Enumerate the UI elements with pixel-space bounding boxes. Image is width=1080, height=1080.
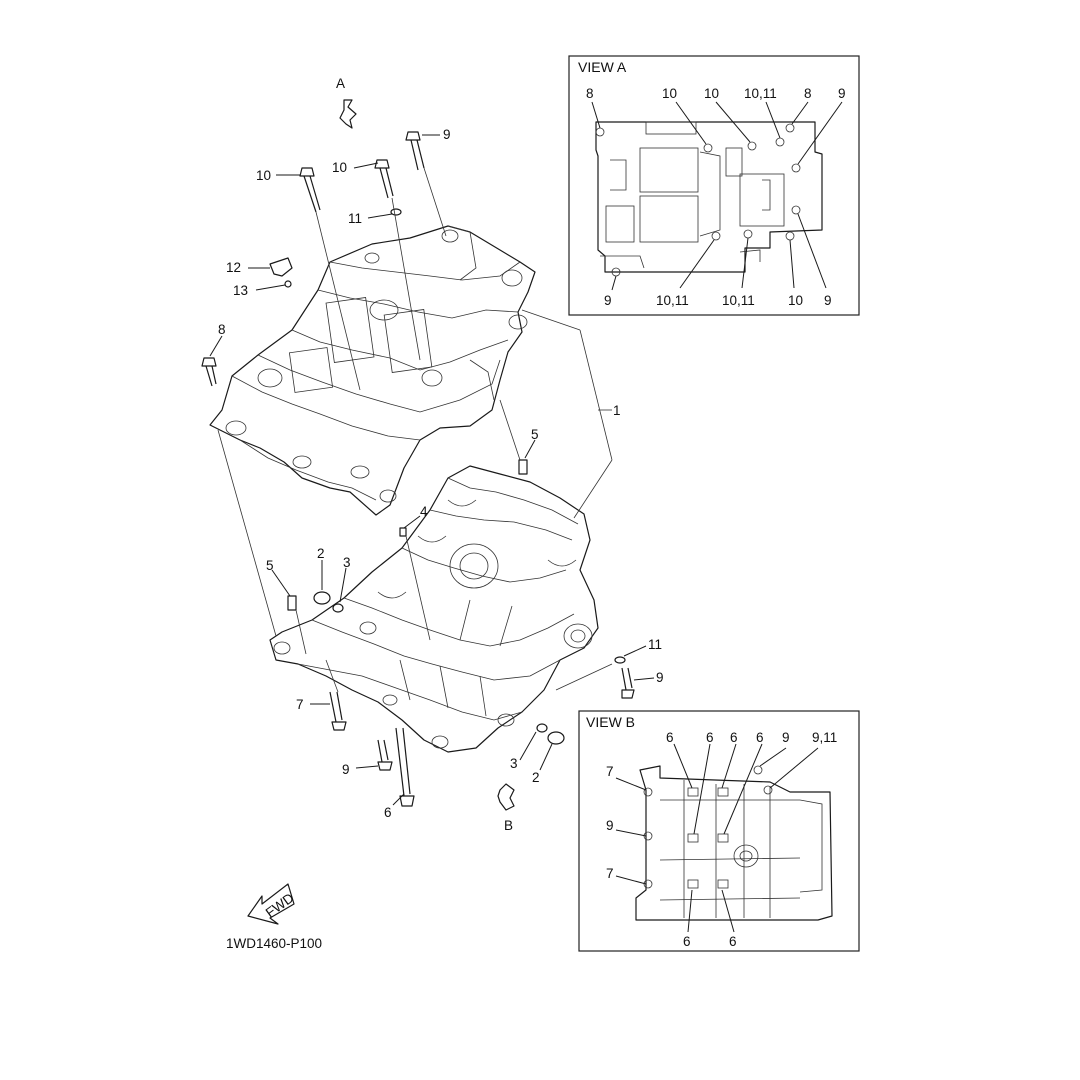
upper-crankcase [209,225,536,516]
bolt-10-left [299,167,321,213]
view-a-label-9-bottom-left: 9 [604,293,612,308]
callout-1: 1 [613,403,621,418]
washer-11-right [614,656,626,664]
callout-5-right: 5 [531,427,539,442]
callout-9-top: 9 [443,127,451,142]
view-a-label-10-11-bottom-a: 10,11 [656,293,689,308]
callout-7: 7 [296,697,304,712]
view-a-label-10-b: 10 [704,86,719,101]
callout-2-bottom: 2 [532,770,540,785]
view-b-label-6-bottom-a: 6 [683,934,691,949]
oring-3-bottom [536,723,548,733]
dowel-5-right [518,459,528,475]
view-a-title: VIEW A [578,59,627,75]
hardware-parts [201,131,635,807]
view-b-label-6-d: 6 [756,730,764,745]
callout-6: 6 [384,805,392,820]
view-b-panel: VIEW B 6 6 6 6 9 9,11 [578,710,860,952]
view-a-label-8-right: 8 [804,86,812,101]
view-a-panel: VIEW A 8 10 [568,55,860,316]
callout-11-top: 11 [348,211,362,226]
view-a-label-10-a: 10 [662,86,677,101]
callout-5-left: 5 [266,558,274,573]
bolt-9-bottom [377,739,393,771]
bolt-6 [395,727,415,807]
view-b-label-9-11: 9,11 [812,730,837,745]
bolt-7 [329,691,347,731]
view-a-label-10-bottom: 10 [788,293,803,308]
callout-4: 4 [420,504,428,519]
view-a-label-10-11-top: 10,11 [744,86,777,101]
oring-3-left [332,603,344,613]
callout-10-middle: 10 [332,160,347,175]
dowel-5-left [287,595,297,611]
view-a-label-9-top: 9 [838,86,846,101]
view-b-label-7-top: 7 [606,764,614,779]
bolt-10-middle [374,159,394,199]
view-b-label-6-c: 6 [730,730,738,745]
callout-2-left: 2 [317,546,325,561]
oring-13 [284,280,292,288]
callout-13: 13 [233,283,248,298]
callout-numbers: 1 2 2 3 3 4 5 5 6 7 8 9 9 9 10 10 11 11 … [218,127,664,820]
view-b-arrow-label: B [504,818,513,833]
view-a-arrow-label: A [336,76,345,91]
callout-8: 8 [218,322,226,337]
callout-12: 12 [226,260,241,275]
view-b-label-6-a: 6 [666,730,674,745]
callout-3-bottom: 3 [510,756,518,771]
bolt-8 [201,357,217,387]
bolt-9-top [405,131,425,171]
washer-11-top [390,208,402,216]
diagram-code: 1WD1460-P100 [226,936,322,951]
view-b-label-9-left: 9 [606,818,614,833]
view-a-label-10-11-bottom-b: 10,11 [722,293,755,308]
view-b-arrow: B [497,783,515,833]
leader-lines [209,134,655,806]
bushing-2-left [313,591,331,605]
view-a-arrow: A [336,76,357,129]
callout-11-right: 11 [648,637,662,652]
plug-4 [399,527,407,537]
view-b-label-9-top: 9 [782,730,790,745]
callout-9-right: 9 [656,670,664,685]
view-a-label-9-bottom-right: 9 [824,293,832,308]
bolt-9-right [621,667,635,699]
callout-9-bottom: 9 [342,762,350,777]
part-12 [269,257,293,277]
view-b-label-6-bottom-b: 6 [729,934,737,949]
fwd-arrow: FWD [247,883,297,925]
bushing-2-bottom [547,731,565,745]
callout-3-left: 3 [343,555,351,570]
callout-10-left: 10 [256,168,271,183]
view-b-label-7-bottom: 7 [606,866,614,881]
view-b-label-6-b: 6 [706,730,714,745]
view-a-label-8-left: 8 [586,86,594,101]
lower-crankcase [269,465,599,753]
view-b-title: VIEW B [586,714,635,730]
